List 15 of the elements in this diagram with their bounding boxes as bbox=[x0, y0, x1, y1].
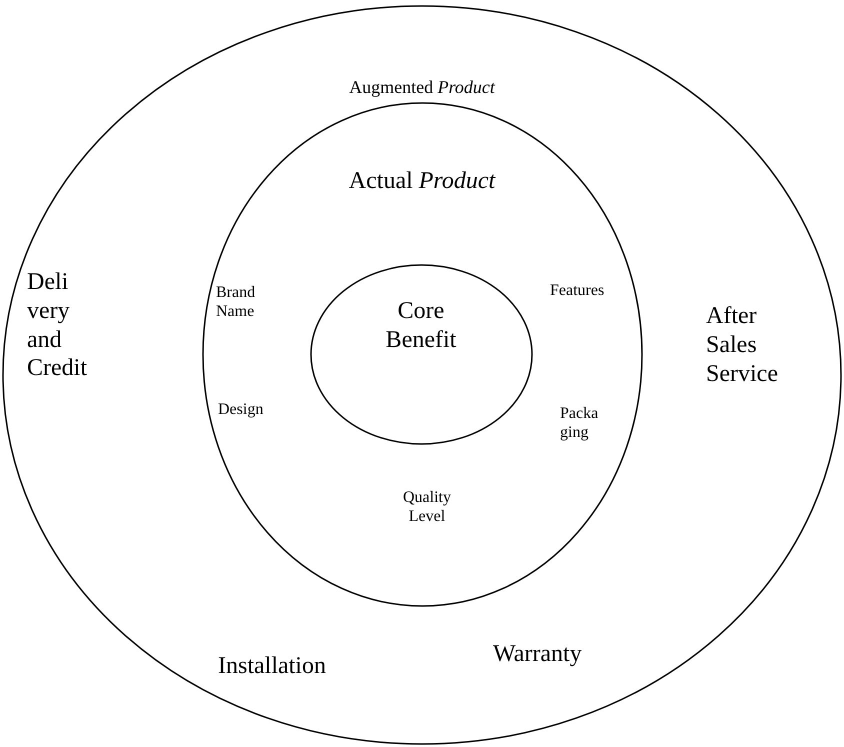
product-level-label: Brand Name bbox=[216, 283, 256, 322]
product-level-label: Packa ging bbox=[560, 404, 598, 442]
product-level-label: Installation bbox=[218, 652, 326, 681]
product-level-label: After Sales Service bbox=[706, 302, 778, 388]
product-level-label: Features bbox=[550, 281, 604, 300]
ring-title: Core Benefit bbox=[386, 297, 456, 355]
ring-title: Actual Product bbox=[348, 167, 496, 196]
outer-ellipse bbox=[2, 5, 842, 745]
ring-title: Augmented Product bbox=[349, 77, 495, 99]
middle-circle bbox=[202, 102, 643, 607]
product-level-label: Quality Level bbox=[403, 488, 451, 526]
inner-circle bbox=[310, 264, 533, 445]
product-level-label: Deli very and Credit bbox=[27, 268, 87, 384]
product-level-label: Design bbox=[218, 400, 264, 420]
product-level-label: Warranty bbox=[493, 640, 582, 669]
